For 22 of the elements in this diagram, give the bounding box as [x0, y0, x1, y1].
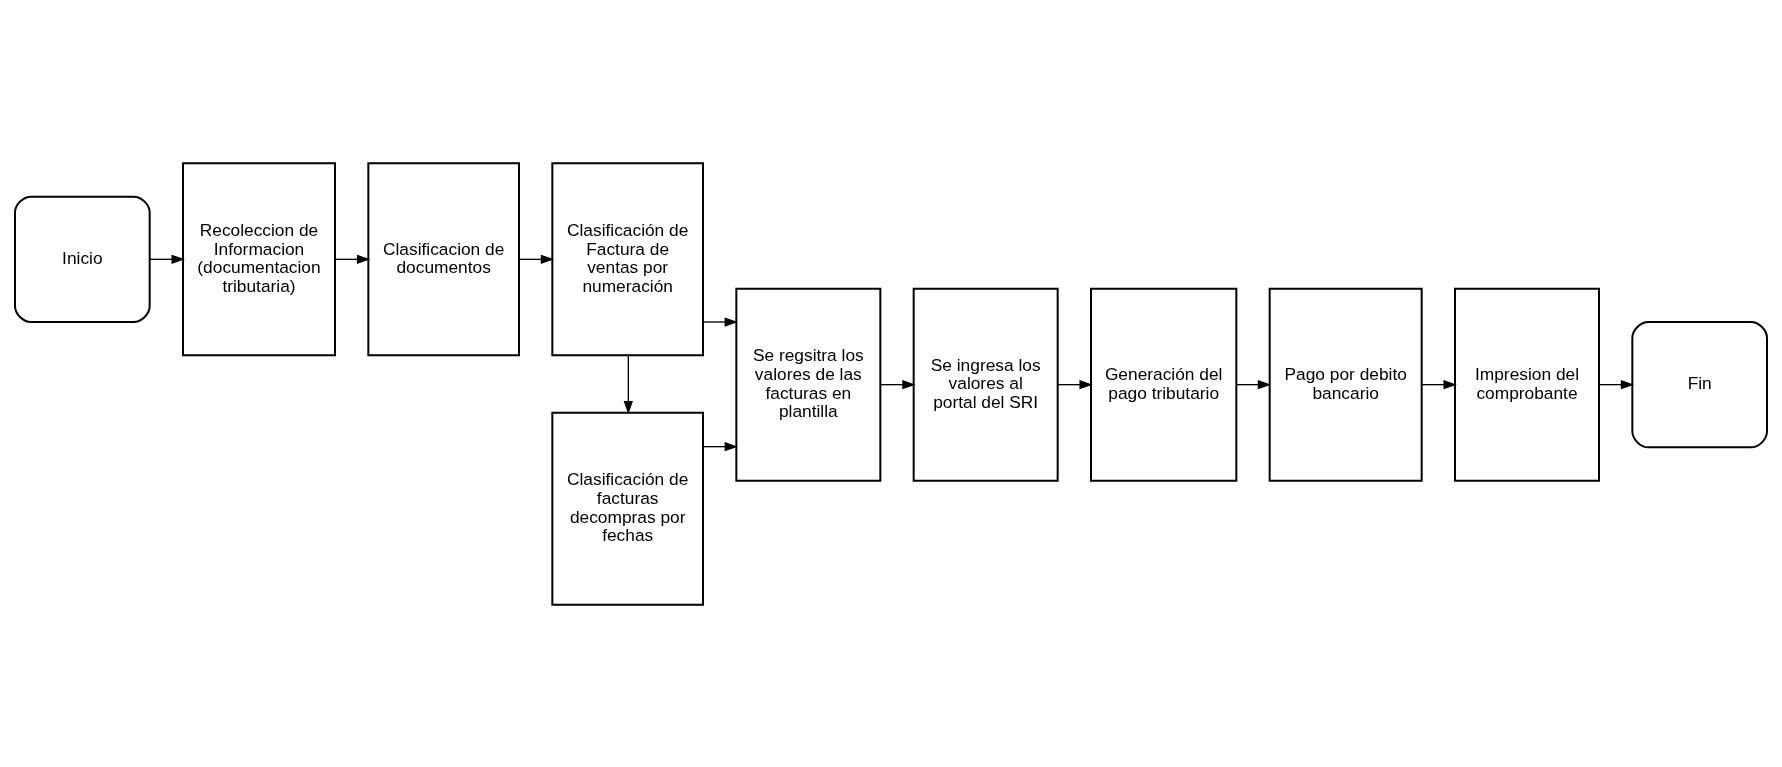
- node-box: Inicio: [14, 195, 151, 323]
- arrow: [879, 379, 916, 389]
- arrow: [702, 441, 738, 451]
- arrow: [1057, 379, 1093, 389]
- node-box: Clasificacion de documentos: [367, 161, 520, 356]
- node-box: Impresion del comprobante: [1454, 287, 1600, 482]
- arrow: [1235, 379, 1272, 389]
- node-box: Se regsitra los valores de las facturas en plantilla: [735, 287, 882, 482]
- node-box: Clasificación de Factura de ventas por numeración: [551, 161, 704, 356]
- arrow: [334, 254, 371, 264]
- arrow: [1421, 379, 1457, 389]
- arrow: [518, 254, 555, 264]
- node-box: Clasificación de facturas decompras por fechas: [551, 411, 704, 606]
- node-box: Se ingresa los valores al portal del SRI: [912, 287, 1059, 482]
- arrow: [149, 254, 185, 264]
- node-box: Recoleccion de Informacion (documentacion tributaria): [182, 161, 336, 356]
- arrow: [702, 316, 738, 327]
- node-box: Fin: [1631, 320, 1768, 448]
- arrow: [1598, 379, 1635, 389]
- node-box: Generación del pago tributario: [1090, 287, 1238, 482]
- node-box: Pago por debito bancario: [1268, 287, 1423, 482]
- arrow: [623, 354, 633, 414]
